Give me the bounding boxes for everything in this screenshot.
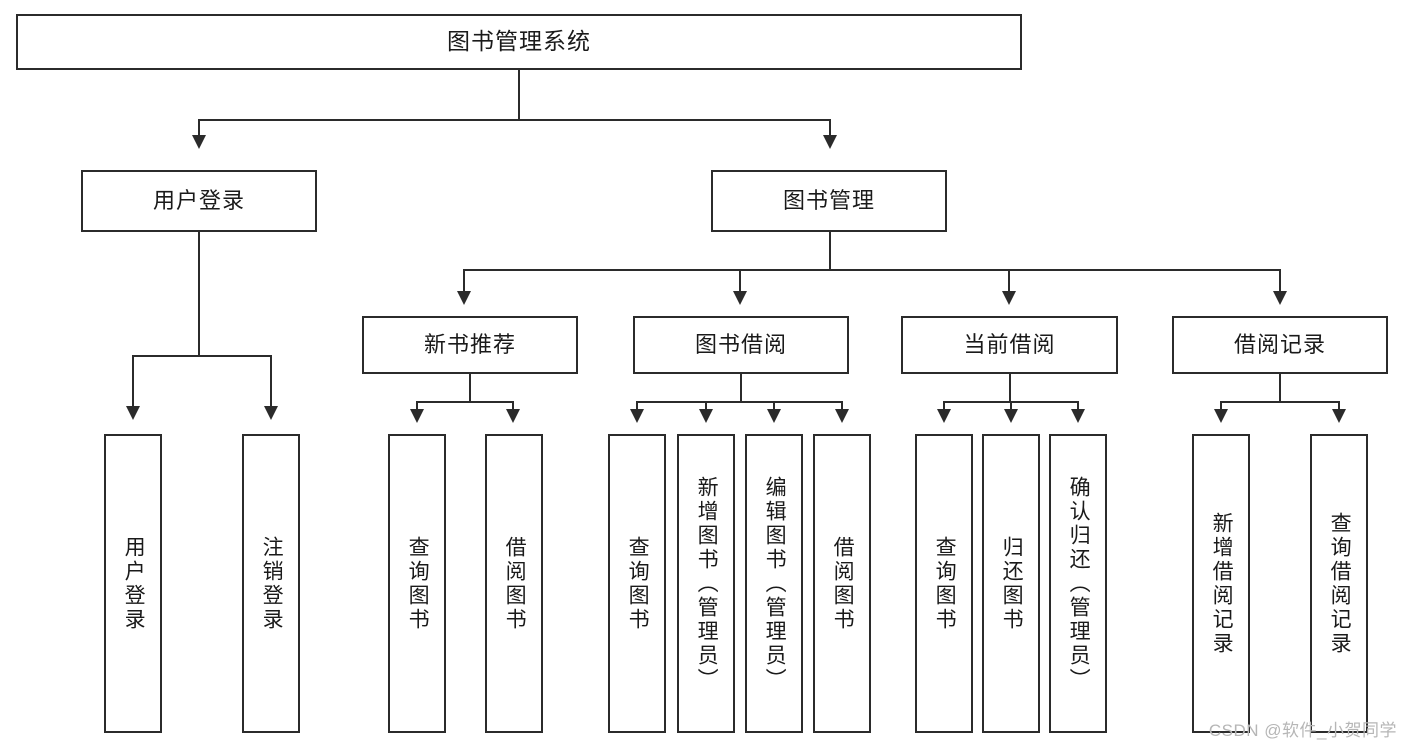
connector-bookmgmt-bus — [463, 269, 1280, 271]
arrowhead-current-to-leaf1 — [937, 409, 951, 423]
arrowhead-bookmgmt-to-current — [1002, 291, 1016, 305]
connector-login-stem — [198, 232, 200, 356]
leaf-query-book-current[interactable]: 查询图书 — [915, 434, 973, 733]
connector-borrow-to-leaf1 — [636, 401, 638, 413]
connector-newbook-to-leaf2 — [512, 401, 514, 413]
connector-borrow-bus — [636, 401, 843, 403]
arrowhead-borrow-to-leaf1 — [630, 409, 644, 423]
node-label: 新增借阅记录 — [1210, 511, 1234, 656]
connector-login-bus — [132, 355, 271, 357]
leaf-return-book[interactable]: 归还图书 — [982, 434, 1040, 733]
connector-bookmgmt-stem — [829, 232, 831, 270]
connector-newbook-stem — [469, 374, 471, 402]
node-label: 查询图书 — [933, 535, 957, 632]
node-label: 注销登录 — [260, 535, 284, 632]
watermark: CSDN @软件_小贺同学 — [1208, 721, 1397, 740]
node-label: 确认归还（管理员） — [1067, 475, 1091, 692]
connector-login-to-leaf2 — [270, 355, 272, 410]
node-borrow-records[interactable]: 借阅记录 — [1172, 316, 1388, 374]
connector-root-to-bookmgmt — [829, 119, 831, 139]
node-label: 借阅记录 — [1233, 331, 1326, 357]
node-label: 查询图书 — [406, 535, 430, 632]
connector-current-stem — [1009, 374, 1011, 402]
connector-current-to-leaf2 — [1010, 401, 1012, 413]
arrowhead-borrow-to-leaf4 — [835, 409, 849, 423]
connector-borrow-to-leaf3 — [773, 401, 775, 413]
leaf-add-borrow-record[interactable]: 新增借阅记录 — [1192, 434, 1250, 733]
connector-newbook-to-leaf1 — [416, 401, 418, 413]
leaf-borrow-book-recommend[interactable]: 借阅图书 — [485, 434, 543, 733]
node-label: 新书推荐 — [423, 331, 516, 357]
leaf-add-book-admin[interactable]: 新增图书（管理员） — [677, 434, 735, 733]
connector-bookmgmt-to-records — [1279, 269, 1281, 295]
arrowhead-newbook-to-leaf1 — [410, 409, 424, 423]
leaf-query-borrow-record[interactable]: 查询借阅记录 — [1310, 434, 1368, 733]
connector-borrow-to-leaf2 — [705, 401, 707, 413]
node-book-management[interactable]: 图书管理 — [711, 170, 947, 232]
node-new-book-recommend[interactable]: 新书推荐 — [362, 316, 578, 374]
leaf-query-book-recommend[interactable]: 查询图书 — [388, 434, 446, 733]
node-label: 新增图书（管理员） — [695, 475, 719, 692]
arrowhead-root-to-login — [192, 135, 206, 149]
node-root-system[interactable]: 图书管理系统 — [16, 14, 1022, 70]
leaf-edit-book-admin[interactable]: 编辑图书（管理员） — [745, 434, 803, 733]
node-label: 借阅图书 — [503, 535, 527, 632]
arrowhead-login-to-leaf2 — [264, 406, 278, 420]
arrowhead-borrow-to-leaf2 — [699, 409, 713, 423]
arrowhead-bookmgmt-to-newbook — [457, 291, 471, 305]
node-book-borrow[interactable]: 图书借阅 — [633, 316, 849, 374]
connector-bookmgmt-to-current — [1008, 269, 1010, 295]
connector-newbook-bus — [416, 401, 514, 403]
node-label: 图书管理系统 — [447, 28, 591, 55]
connector-root-stem — [518, 70, 520, 120]
arrowhead-borrow-to-leaf3 — [767, 409, 781, 423]
connector-borrow-to-leaf4 — [841, 401, 843, 413]
arrowhead-current-to-leaf2 — [1004, 409, 1018, 423]
connector-records-stem — [1279, 374, 1281, 402]
connector-login-to-leaf1 — [132, 355, 134, 410]
node-label: 查询图书 — [626, 535, 650, 632]
connector-records-to-leaf2 — [1338, 401, 1340, 413]
leaf-confirm-return-admin[interactable]: 确认归还（管理员） — [1049, 434, 1107, 733]
connector-current-to-leaf3 — [1077, 401, 1079, 413]
leaf-logout[interactable]: 注销登录 — [242, 434, 300, 733]
leaf-query-book-borrow[interactable]: 查询图书 — [608, 434, 666, 733]
arrowhead-bookmgmt-to-borrow — [733, 291, 747, 305]
node-label: 编辑图书（管理员） — [763, 475, 787, 692]
connector-current-to-leaf1 — [943, 401, 945, 413]
node-label: 图书借阅 — [694, 331, 787, 357]
node-label: 用户登录 — [152, 187, 245, 213]
arrowhead-bookmgmt-to-records — [1273, 291, 1287, 305]
arrowhead-records-to-leaf2 — [1332, 409, 1346, 423]
connector-bookmgmt-to-newbook — [463, 269, 465, 295]
arrowhead-login-to-leaf1 — [126, 406, 140, 420]
leaf-user-login[interactable]: 用户登录 — [104, 434, 162, 733]
node-user-login[interactable]: 用户登录 — [81, 170, 317, 232]
node-label: 借阅图书 — [831, 535, 855, 632]
connector-bookmgmt-to-borrow — [739, 269, 741, 295]
connector-records-to-leaf1 — [1220, 401, 1222, 413]
node-label: 图书管理 — [782, 187, 875, 213]
node-label: 归还图书 — [1000, 535, 1024, 632]
leaf-borrow-book[interactable]: 借阅图书 — [813, 434, 871, 733]
node-label: 查询借阅记录 — [1328, 511, 1352, 656]
node-label: 当前借阅 — [963, 331, 1056, 357]
arrowhead-records-to-leaf1 — [1214, 409, 1228, 423]
arrowhead-current-to-leaf3 — [1071, 409, 1085, 423]
node-current-borrow[interactable]: 当前借阅 — [901, 316, 1118, 374]
connector-root-bus — [198, 119, 830, 121]
arrowhead-newbook-to-leaf2 — [506, 409, 520, 423]
connector-records-bus — [1220, 401, 1339, 403]
node-label: 用户登录 — [122, 535, 146, 632]
arrowhead-root-to-bookmgmt — [823, 135, 837, 149]
connector-root-to-login — [198, 119, 200, 139]
connector-borrow-stem — [740, 374, 742, 402]
